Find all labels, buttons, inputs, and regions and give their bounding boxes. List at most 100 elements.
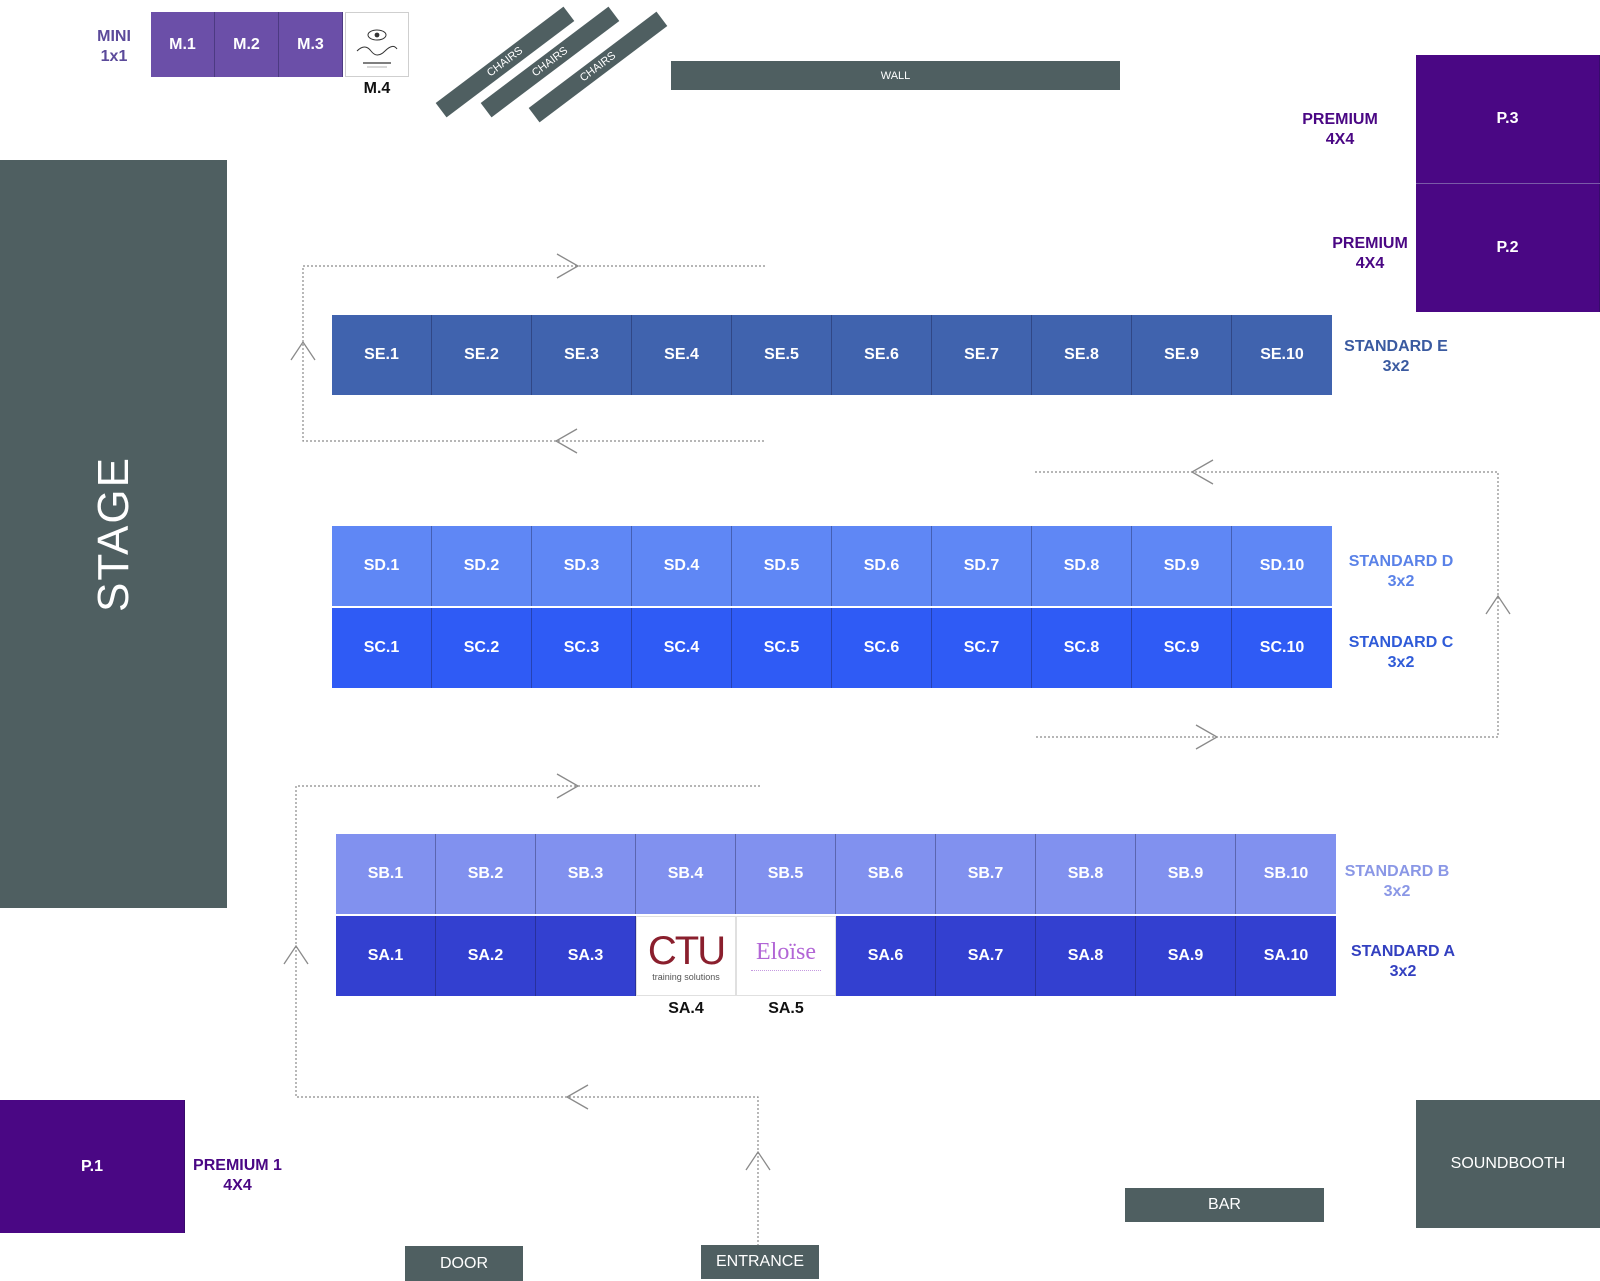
arrow-up-icon (745, 1150, 771, 1171)
booth-sb8[interactable]: SB.8 (1036, 834, 1136, 914)
stage-label: STAGE (88, 456, 138, 612)
booth-sa10[interactable]: SA.10 (1236, 916, 1336, 996)
booth-sb5[interactable]: SB.5 (736, 834, 836, 914)
booth-sc2[interactable]: SC.2 (432, 608, 532, 688)
wall-label: WALL (880, 69, 911, 82)
booth-sa3[interactable]: SA.3 (536, 916, 636, 996)
premium-divider (1416, 183, 1600, 184)
flow-path-bottom-loop (295, 785, 760, 1246)
ctu-tagline: training solutions (652, 972, 720, 982)
booth-sb10[interactable]: SB.10 (1236, 834, 1336, 914)
arrow-left-icon (554, 428, 578, 454)
booth-p2[interactable]: P.2 (1416, 184, 1600, 312)
booth-sd9[interactable]: SD.9 (1132, 526, 1232, 606)
standard-e-row: SE.1 SE.2 SE.3 SE.4 SE.5 SE.6 SE.7 SE.8 … (332, 315, 1332, 395)
booth-p3[interactable]: P.3 (1416, 55, 1600, 183)
booth-sa2[interactable]: SA.2 (436, 916, 536, 996)
booth-sa9[interactable]: SA.9 (1136, 916, 1236, 996)
booth-sd7[interactable]: SD.7 (932, 526, 1032, 606)
booth-p1[interactable]: P.1 (0, 1100, 185, 1233)
booth-sa4-sponsor[interactable]: CTU training solutions (636, 916, 736, 996)
arrow-left-icon (565, 1084, 589, 1110)
booth-se9[interactable]: SE.9 (1132, 315, 1232, 395)
booth-m2[interactable]: M.2 (215, 12, 279, 77)
door-label: DOOR (440, 1254, 488, 1272)
booth-m4-label: M.4 (363, 80, 391, 97)
booth-sc3[interactable]: SC.3 (532, 608, 632, 688)
booth-sb9[interactable]: SB.9 (1136, 834, 1236, 914)
standard-c-row: SC.1 SC.2 SC.3 SC.4 SC.5 SC.6 SC.7 SC.8 … (332, 608, 1332, 688)
booth-m3[interactable]: M.3 (279, 12, 343, 77)
booth-sa5-sponsor[interactable]: Eloïse (736, 916, 836, 996)
booth-sc4[interactable]: SC.4 (632, 608, 732, 688)
booth-sd4[interactable]: SD.4 (632, 526, 732, 606)
booth-sa1[interactable]: SA.1 (336, 916, 436, 996)
booth-m4-sponsor-logo[interactable] (345, 12, 409, 77)
booth-sc8[interactable]: SC.8 (1032, 608, 1132, 688)
booth-sd6[interactable]: SD.6 (832, 526, 932, 606)
eloise-tagline-icon (751, 970, 821, 973)
arrow-right-icon (556, 773, 580, 799)
entrance-label: ENTRANCE (715, 1253, 804, 1270)
arrow-up-icon (1485, 594, 1511, 615)
booth-sc7[interactable]: SC.7 (932, 608, 1032, 688)
booth-se6[interactable]: SE.6 (832, 315, 932, 395)
arrow-right-icon (556, 253, 580, 279)
booth-sd10[interactable]: SD.10 (1232, 526, 1332, 606)
booth-m1[interactable]: M.1 (151, 12, 215, 77)
booth-sc6[interactable]: SC.6 (832, 608, 932, 688)
stage: STAGE (0, 160, 227, 908)
wall: WALL (671, 61, 1120, 90)
booth-se4[interactable]: SE.4 (632, 315, 732, 395)
booth-sd1[interactable]: SD.1 (332, 526, 432, 606)
booth-sc5[interactable]: SC.5 (732, 608, 832, 688)
booth-sd3[interactable]: SD.3 (532, 526, 632, 606)
booth-se7[interactable]: SE.7 (932, 315, 1032, 395)
eloise-logo: Eloïse (756, 939, 816, 965)
booth-sb6[interactable]: SB.6 (836, 834, 936, 914)
booth-sa6[interactable]: SA.6 (836, 916, 936, 996)
entrance[interactable]: ENTRANCE (701, 1245, 819, 1279)
booth-sc1[interactable]: SC.1 (332, 608, 432, 688)
booth-se8[interactable]: SE.8 (1032, 315, 1132, 395)
booth-sc9[interactable]: SC.9 (1132, 608, 1232, 688)
mini-row: M.1 M.2 M.3 (151, 12, 343, 77)
booth-sd5[interactable]: SD.5 (732, 526, 832, 606)
booth-sb1[interactable]: SB.1 (336, 834, 436, 914)
booth-sa8[interactable]: SA.8 (1036, 916, 1136, 996)
door[interactable]: DOOR (405, 1246, 523, 1281)
booth-se10[interactable]: SE.10 (1232, 315, 1332, 395)
arrow-right-icon (1195, 724, 1219, 750)
standard-a-row: SA.1 SA.2 SA.3 CTU training solutions El… (336, 916, 1336, 996)
soundbooth-label: SOUNDBOOTH (1450, 1155, 1566, 1172)
booth-sb4[interactable]: SB.4 (636, 834, 736, 914)
booth-se5[interactable]: SE.5 (732, 315, 832, 395)
booth-sa5-label: SA.5 (768, 1000, 804, 1017)
booth-sc10[interactable]: SC.10 (1232, 608, 1332, 688)
flow-path-top-loop (302, 265, 765, 442)
bar: BAR (1125, 1188, 1324, 1222)
booth-sa7[interactable]: SA.7 (936, 916, 1036, 996)
booth-sd2[interactable]: SD.2 (432, 526, 532, 606)
booth-se2[interactable]: SE.2 (432, 315, 532, 395)
booth-sd8[interactable]: SD.8 (1032, 526, 1132, 606)
ctu-logo: CTU (647, 929, 726, 973)
arrow-left-icon (1190, 459, 1214, 485)
booth-se1[interactable]: SE.1 (332, 315, 432, 395)
booth-sb7[interactable]: SB.7 (936, 834, 1036, 914)
bar-label: BAR (1208, 1196, 1241, 1213)
standard-b-row: SB.1 SB.2 SB.3 SB.4 SB.5 SB.6 SB.7 SB.8 … (336, 834, 1336, 914)
sponsor-logo-icon (356, 29, 398, 67)
arrow-up-icon (290, 340, 316, 361)
booth-sa4-label: SA.4 (668, 1000, 704, 1017)
booth-sb3[interactable]: SB.3 (536, 834, 636, 914)
standard-d-row: SD.1 SD.2 SD.3 SD.4 SD.5 SD.6 SD.7 SD.8 … (332, 526, 1332, 606)
booth-se3[interactable]: SE.3 (532, 315, 632, 395)
booth-sb2[interactable]: SB.2 (436, 834, 536, 914)
